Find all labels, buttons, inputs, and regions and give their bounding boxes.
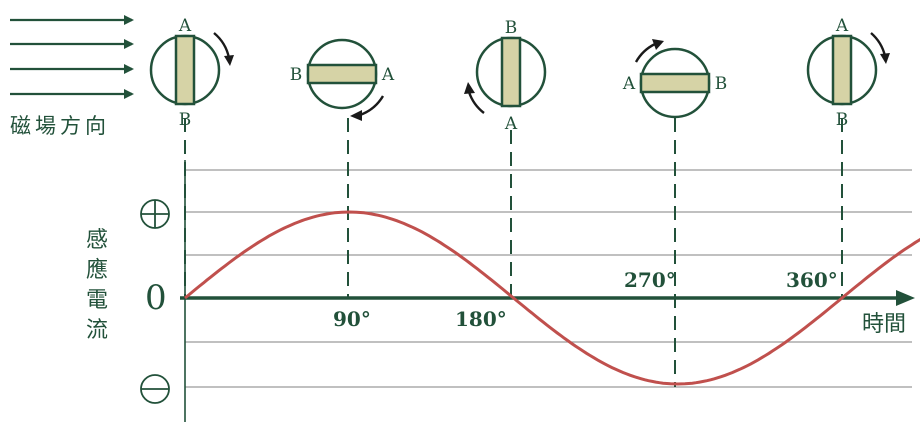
coil-270-right-label: B (715, 74, 728, 94)
coil-180-deg (464, 36, 547, 114)
zero-label: 0 (145, 278, 167, 318)
coil-0-bottom-label: B (179, 110, 192, 130)
tick-label-270: 270° (624, 268, 676, 292)
coil-90-deg (306, 38, 385, 121)
rotation-arrow-icon (870, 32, 887, 57)
coil-0-top-label: A (178, 16, 192, 36)
tick-label-360: 360° (786, 268, 838, 292)
coil-360-top-label: A (835, 16, 849, 36)
y-axis-title-char: 應 (85, 258, 108, 283)
magnetic-field-label: 磁場方向 (10, 114, 110, 138)
magnetic-field-arrows (10, 15, 134, 99)
coil-90-left-label: B (290, 65, 303, 85)
coil-270-deg (634, 39, 711, 119)
coil-0-deg (149, 32, 234, 106)
coil-180-top-label: B (505, 18, 518, 38)
rotation-arrow-icon (467, 91, 485, 114)
x-axis-title: 時間 (862, 312, 907, 337)
coil-180-bottom-label: A (504, 114, 518, 134)
coil-360-deg (806, 32, 890, 106)
coil-360-bottom-label: B (836, 110, 849, 130)
induced-current-curve (184, 210, 920, 386)
y-axis-title-char: 感 (85, 228, 108, 253)
coil-270-left-label: A (622, 74, 636, 94)
y-axis-title-char: 流 (85, 318, 108, 343)
negative-symbol-icon (140, 374, 170, 404)
angle-guides (184, 118, 843, 387)
tick-label-180: 180° (455, 307, 507, 331)
coil-90-right-label: A (381, 65, 395, 85)
y-axis-title: 感 應 電 流 (82, 226, 112, 346)
x-axis-arrowhead (896, 290, 915, 306)
positive-symbol-icon (140, 199, 170, 229)
y-axis-title-char: 電 (85, 288, 108, 313)
tick-label-90: 90° (333, 307, 371, 331)
grid-lines (185, 169, 912, 388)
